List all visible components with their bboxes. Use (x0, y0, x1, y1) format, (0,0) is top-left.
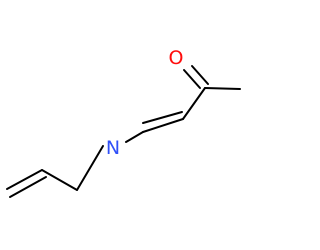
background (0, 0, 250, 250)
bond-vinyl-double-inner (9, 176, 47, 198)
bond-n-ch (125, 131, 144, 143)
bond-carbonyl-double-right (191, 65, 209, 85)
bond-ch2-n (76, 145, 104, 191)
bond-enamine-double-outer (142, 118, 184, 133)
bond-ch-carbonyl (182, 87, 206, 120)
atom-oxygen-label: O (169, 47, 184, 69)
bond-vinyl-double-outer (6, 169, 43, 190)
atom-nitrogen-label: N (106, 137, 120, 159)
bond-vinyl-ch2 (41, 169, 78, 191)
bond-carbonyl-double-left (183, 69, 201, 89)
molecule-structure: O N (0, 0, 250, 250)
bond-carbonyl-methyl (204, 87, 241, 90)
bond-enamine-double-inner (142, 111, 183, 124)
